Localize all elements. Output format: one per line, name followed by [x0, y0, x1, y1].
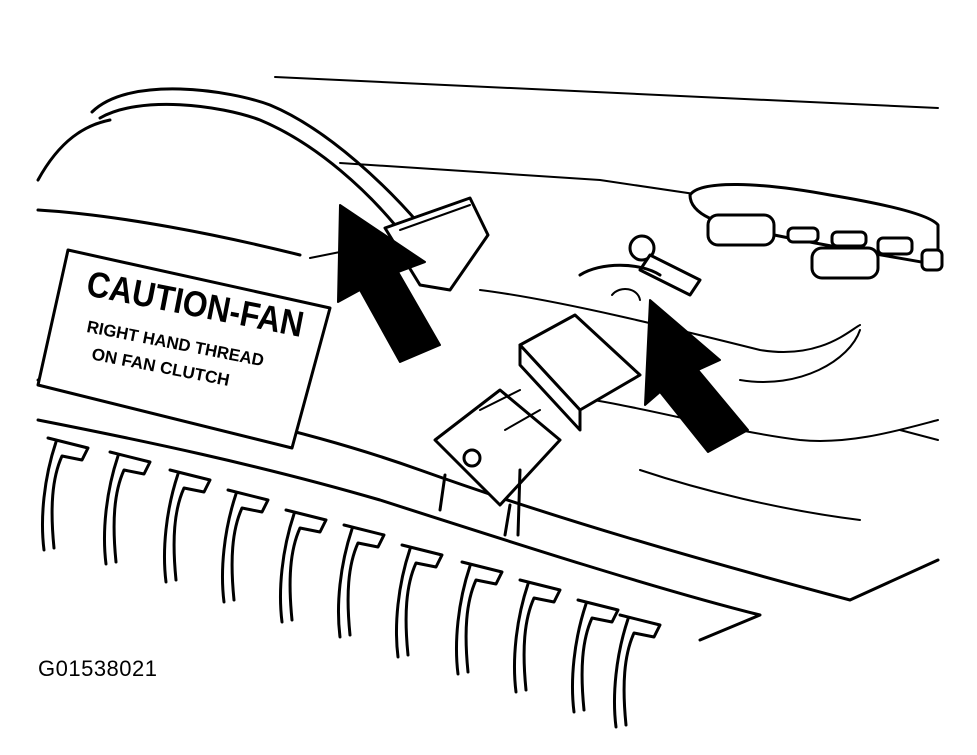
- radiator-fin: [103, 450, 152, 566]
- arrow-right: [644, 299, 749, 453]
- engine-bay-outlines: [36, 76, 940, 642]
- caution-label: CAUTION-FAN RIGHT HAND THREAD ON FAN CLU…: [36, 248, 332, 450]
- radiator-fin: [337, 523, 386, 639]
- radiator-fin: [163, 468, 212, 584]
- arrow-left: [337, 204, 441, 363]
- figure-id: G01538021: [38, 656, 158, 681]
- radiator-fin: [395, 543, 444, 659]
- radiator-fin: [513, 578, 562, 694]
- radiator-fin: [279, 508, 328, 624]
- shroud-bolt: [578, 234, 702, 301]
- radiator-fin: [613, 613, 662, 729]
- radiator-fin: [41, 436, 90, 552]
- shroud-latch: [433, 313, 642, 537]
- radiator-fin: [571, 598, 620, 714]
- pulley-assembly: [688, 183, 944, 280]
- radiator-fin: [455, 560, 504, 676]
- radiator-fins: [41, 436, 662, 729]
- radiator-fin: [221, 488, 270, 604]
